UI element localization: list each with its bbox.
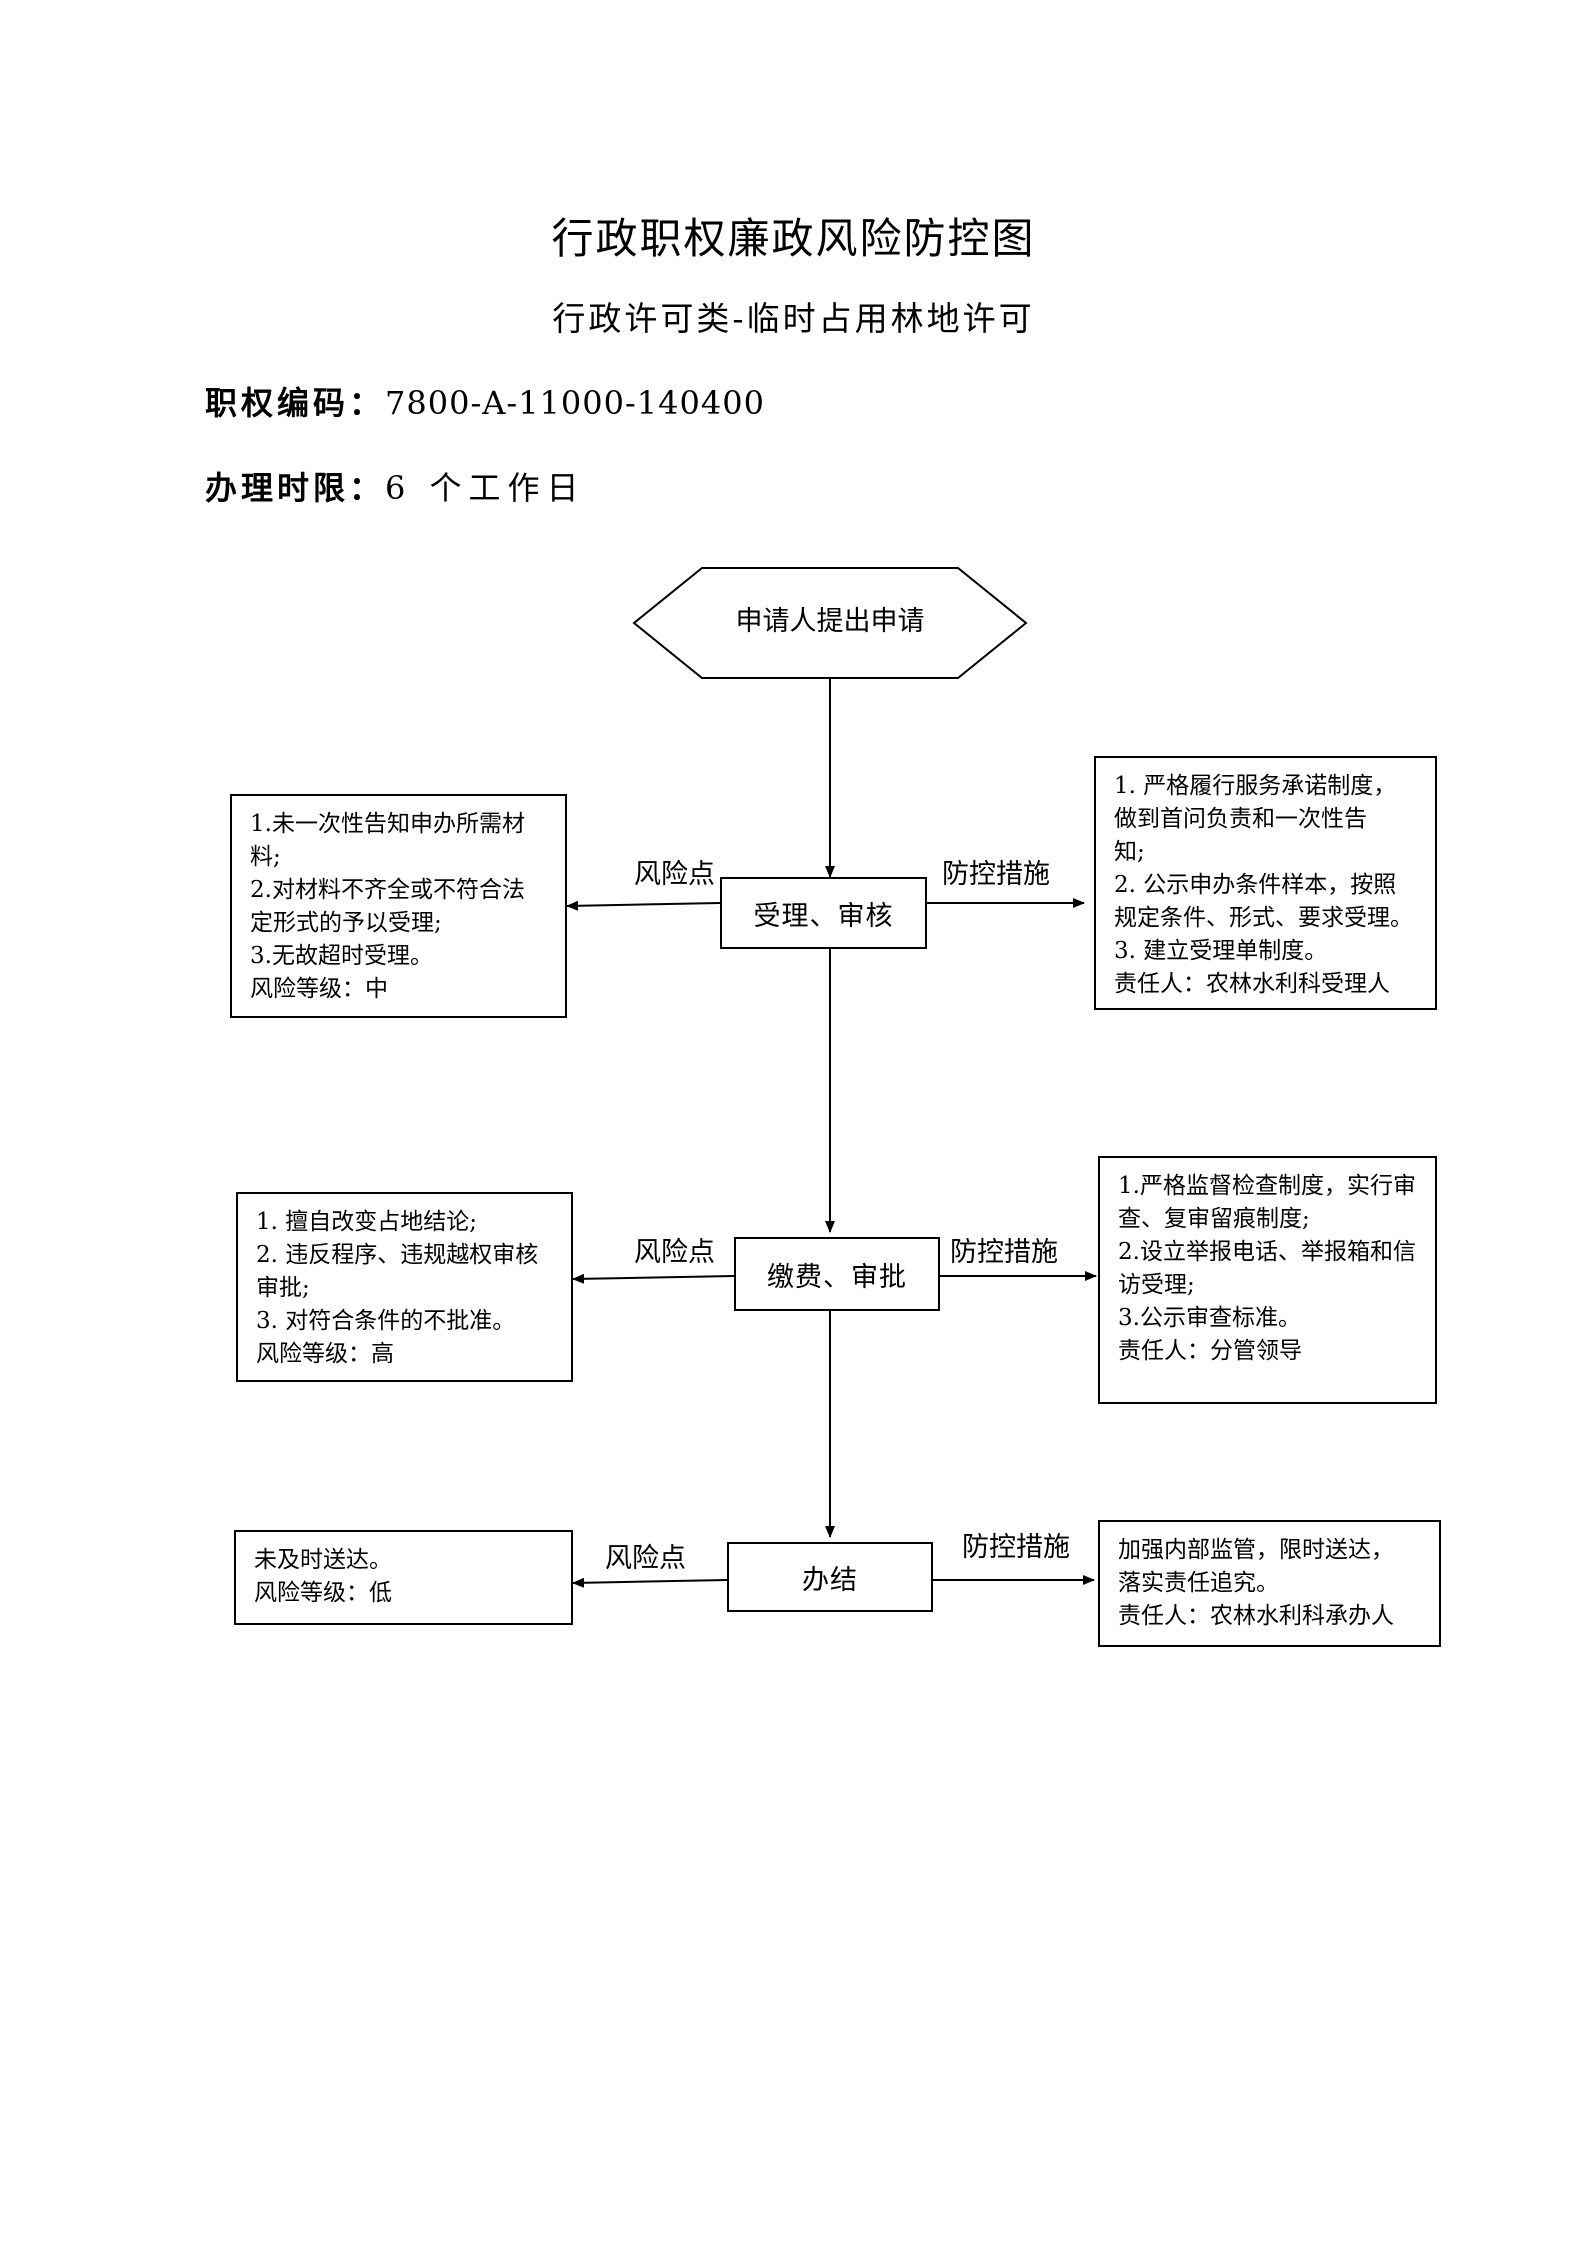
risk-line: 料; <box>250 844 281 870</box>
stage-accept-review: 受理、审核 <box>720 877 927 949</box>
authority-code-row: 职权编码：7800-A-11000-140400 <box>205 378 765 424</box>
risk-line: 审批; <box>256 1275 310 1301</box>
control-line: 1.严格监督检查制度，实行审 <box>1118 1173 1416 1199</box>
risk-level: 风险等级：中 <box>250 976 388 1002</box>
start-node-label: 申请人提出申请 <box>735 606 925 637</box>
risk-box-3: 未及时送达。 风险等级：低 <box>234 1530 573 1625</box>
control-box-2: 1.严格监督检查制度，实行审 查、复审留痕制度; 2.设立举报电话、举报箱和信 … <box>1098 1156 1437 1404</box>
control-line: 查、复审留痕制度; <box>1118 1206 1310 1232</box>
arrow-stage2-risk <box>572 1273 735 1284</box>
risk-point-label-3: 风险点 <box>605 1543 686 1574</box>
control-box-3: 加强内部监管，限时送达， 落实责任追究。 责任人：农林水利科承办人 <box>1098 1520 1441 1647</box>
risk-level: 风险等级：低 <box>254 1580 392 1606</box>
control-line: 知; <box>1114 839 1145 865</box>
control-line: 加强内部监管，限时送达， <box>1118 1537 1394 1563</box>
time-limit-row: 办理时限：6 个工作日 <box>205 463 586 509</box>
risk-line: 2. 违反程序、违规越权审核 <box>256 1242 539 1268</box>
page-subtitle: 行政许可类-临时占用林地许可 <box>552 299 1035 338</box>
risk-line: 1.未一次性告知申办所需材 <box>250 811 525 837</box>
control-line: 落实责任追究。 <box>1118 1570 1279 1596</box>
risk-line: 2.对材料不齐全或不符合法 <box>250 877 525 903</box>
risk-box-2: 1. 擅自改变占地结论; 2. 违反程序、违规越权审核 审批; 3. 对符合条件… <box>236 1192 573 1382</box>
control-measure-label-1: 防控措施 <box>942 859 1050 890</box>
control-line: 3. 建立受理单制度。 <box>1114 938 1328 964</box>
risk-point-label-1: 风险点 <box>634 859 715 890</box>
time-limit-label: 办理时限： <box>205 469 386 507</box>
responsible-person: 责任人：分管领导 <box>1118 1338 1302 1364</box>
time-limit-value: 6 个工作日 <box>385 469 586 507</box>
control-measure-label-3: 防控措施 <box>962 1532 1070 1563</box>
stage-completion: 办结 <box>727 1542 933 1612</box>
risk-line: 1. 擅自改变占地结论; <box>256 1209 478 1235</box>
responsible-person: 责任人：农林水利科承办人 <box>1118 1603 1394 1629</box>
control-line: 2.设立举报电话、举报箱和信 <box>1118 1239 1416 1265</box>
control-line: 1. 严格履行服务承诺制度， <box>1114 773 1397 799</box>
risk-point-label-2: 风险点 <box>634 1237 715 1268</box>
control-measure-label-2: 防控措施 <box>950 1237 1058 1268</box>
responsible-person: 责任人：农林水利科受理人 <box>1114 971 1390 997</box>
control-line: 访受理; <box>1118 1272 1195 1298</box>
risk-line: 3.无故超时受理。 <box>250 943 433 969</box>
page-title: 行政职权廉政风险防控图 <box>551 214 1036 263</box>
risk-box-1: 1.未一次性告知申办所需材 料; 2.对材料不齐全或不符合法 定形式的予以受理;… <box>230 794 567 1018</box>
stage-fee-approval: 缴费、审批 <box>734 1237 940 1311</box>
risk-line: 未及时送达。 <box>254 1547 392 1573</box>
risk-level: 风险等级：高 <box>256 1341 394 1367</box>
start-hexagon <box>632 567 1028 679</box>
arrow-stage3-risk <box>572 1577 728 1588</box>
authority-code-value: 7800-A-11000-140400 <box>385 384 765 422</box>
control-line: 做到首问负责和一次性告 <box>1114 806 1367 832</box>
control-box-1: 1. 严格履行服务承诺制度， 做到首问负责和一次性告 知; 2. 公示申办条件样… <box>1094 756 1437 1010</box>
control-line: 规定条件、形式、要求受理。 <box>1114 905 1413 931</box>
control-line: 2. 公示申办条件样本，按照 <box>1114 872 1397 898</box>
risk-line: 3. 对符合条件的不批准。 <box>256 1308 516 1334</box>
authority-code-label: 职权编码： <box>205 384 386 422</box>
control-line: 3.公示审查标准。 <box>1118 1305 1301 1331</box>
risk-line: 定形式的予以受理; <box>250 910 442 936</box>
arrow-stage1-risk <box>566 900 721 911</box>
